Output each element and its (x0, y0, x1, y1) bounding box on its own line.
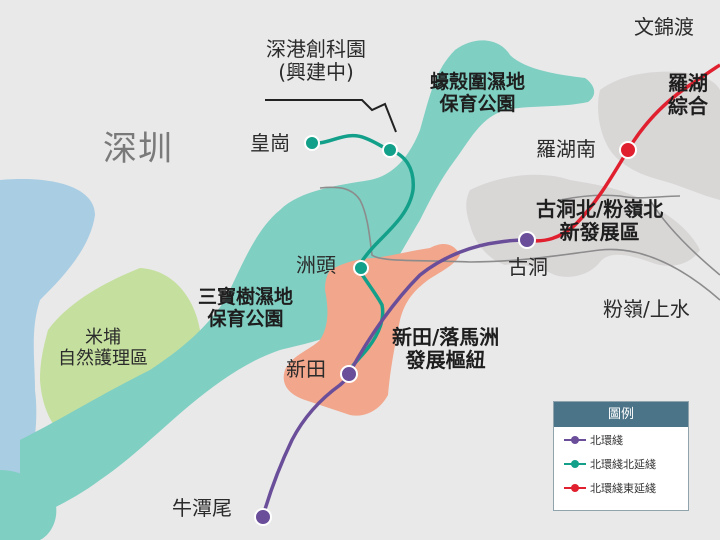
line-swatch-icon (564, 435, 586, 445)
station-label-lo-wu-south: 羅湖南 (536, 137, 596, 161)
station-label-ngau-tam-mei: 牛潭尾 (172, 496, 232, 520)
northern-link-north-extension-line (311, 133, 415, 374)
station-label-chau-tau: 洲頭 (296, 253, 336, 277)
station-dot-san-tin (340, 365, 358, 383)
legend-item: 北環綫 (564, 429, 688, 451)
callout-label-hsitp: 深港創科園 (興建中) (266, 37, 366, 84)
region-label-ho-sheung-heung: 蠔殼圍濕地 保育公園 (430, 71, 526, 115)
region-label-kwu-tung-north: 古洞北/粉嶺北 新發展區 (536, 197, 664, 244)
legend-item: 北環綫東延綫 (564, 477, 688, 499)
legend-title: 圖例 (554, 402, 688, 427)
station-label-wong-kong: 皇崗 (250, 131, 290, 155)
callout-pointer (265, 99, 397, 133)
built-up-area (466, 174, 700, 277)
station-label-san-tin: 新田 (286, 357, 326, 381)
road (559, 194, 681, 201)
region-label-shenzhen: 深圳 (103, 129, 173, 169)
map-legend: 圖例 北環綫 北環綫北延綫 北環綫東延綫 (553, 401, 689, 511)
region-label-lo-wu-partial: 羅湖 綜合 (668, 71, 708, 118)
road (319, 186, 720, 301)
station-label-fanling-sheung-shui: 粉嶺/上水 (603, 297, 690, 321)
legend-item-label: 北環綫北延綫 (590, 458, 656, 471)
line-swatch-icon (564, 459, 586, 469)
line-swatch-icon (564, 483, 586, 493)
station-label-man-kam-to: 文錦渡 (634, 15, 694, 39)
legend-item-label: 北環綫 (590, 434, 623, 447)
legend-item: 北環綫北延綫 (564, 453, 688, 475)
station-dot-wong-kong (304, 135, 320, 151)
development-hub-area (283, 244, 460, 416)
region-label-mai-po: 米埔 自然護理區 (58, 327, 148, 369)
station-dot-chau-tau (353, 260, 369, 276)
wetland-band (20, 40, 595, 520)
wetland-fragment (0, 470, 57, 540)
legend-item-label: 北環綫東延綫 (590, 482, 656, 495)
built-up-area (598, 71, 720, 200)
station-dot-ngau-tam-mei (254, 508, 272, 526)
station-label-kwu-tung: 古洞 (508, 255, 548, 279)
region-label-san-tin-lok-ma-chau: 新田/落馬洲 發展樞紐 (392, 325, 500, 372)
station-dot-lo-wu-south (619, 141, 637, 159)
region-label-sam-po-shue: 三寶樹濕地 保育公園 (198, 286, 294, 330)
station-dot-hsitp (382, 142, 398, 158)
station-dot-kwu-tung (518, 231, 536, 249)
road (649, 199, 720, 276)
